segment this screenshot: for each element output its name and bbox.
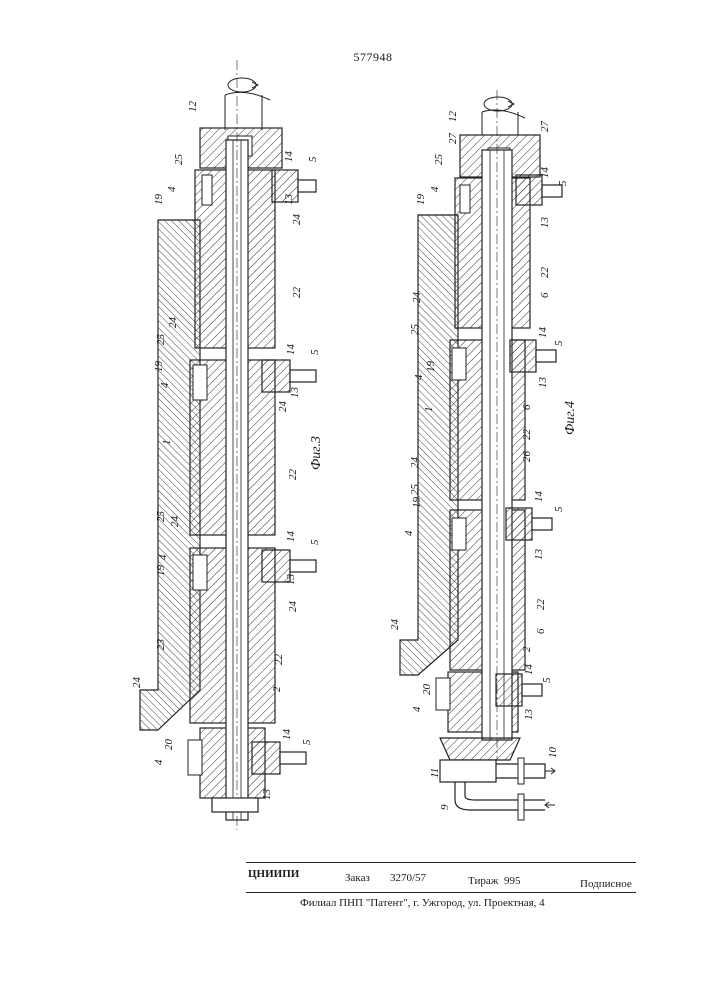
fig4-label: 6 <box>535 628 547 634</box>
footer-order-label: Заказ <box>345 872 370 884</box>
fig4-label: 25 <box>433 154 445 166</box>
footer-top-rule <box>246 862 636 863</box>
fig3-label: 14 <box>281 729 293 741</box>
fig3-label: 19 <box>153 194 165 206</box>
fig4-label: 19 <box>425 361 437 373</box>
fig4-label: 5 <box>553 340 565 346</box>
fig3-label: 25 <box>155 511 167 523</box>
fig3-label: 13 <box>289 387 301 399</box>
fig3-label: 24 <box>287 601 299 613</box>
footer-mid-rule <box>246 892 636 893</box>
fig3-label: 5 <box>309 539 321 545</box>
footer-subscription: Подписное <box>580 878 632 890</box>
fig4-label: 22 <box>539 267 551 279</box>
fig4-label: 26 <box>521 451 533 463</box>
fig4-label: 4 <box>429 186 441 192</box>
fig3-label: 1 <box>161 440 173 446</box>
fig3-label: 4 <box>153 759 165 765</box>
fig4-label: 4 <box>403 530 415 536</box>
fig4-label: 14 <box>533 491 545 503</box>
fig3-label: 14 <box>283 151 295 163</box>
fig3-label: 12 <box>187 101 199 113</box>
fig4-label: 12 <box>447 111 459 123</box>
fig4-label: 6 <box>539 292 551 298</box>
fig3-label: 22 <box>287 469 299 481</box>
fig3-label: 23 <box>155 639 167 651</box>
fig3-label: 13 <box>261 789 273 801</box>
fig4-label: 19 <box>415 194 427 206</box>
fig4-label: 22 <box>535 599 547 611</box>
fig3-label: 25 <box>155 334 167 346</box>
fig4-label: 4 <box>413 374 425 380</box>
fig4-label: 24 <box>411 292 423 304</box>
fig3-label: 19 <box>155 565 167 577</box>
fig3-label: 24 <box>291 214 303 226</box>
fig4-label: 9 <box>439 804 451 810</box>
fig3-label: 14 <box>285 531 297 543</box>
fig3-label: 13 <box>285 574 297 586</box>
fig4-label: 2 <box>521 646 533 652</box>
fig4-label: 1 <box>423 407 435 413</box>
footer-org: ЦНИИПИ <box>248 868 299 880</box>
fig3-label: 4 <box>157 554 169 560</box>
fig4-label: 5 <box>553 506 565 512</box>
fig4-label: 5 <box>557 180 569 186</box>
fig4-label: 24 <box>389 619 401 631</box>
fig4-label: 11 <box>429 768 441 778</box>
footer-print-run-label: Тираж <box>468 875 498 887</box>
fig4-caption: Фиг.4 <box>563 401 578 435</box>
fig4-label: 25 <box>409 484 421 496</box>
fig4-label: 20 <box>421 684 433 696</box>
fig4-label: 13 <box>539 217 551 229</box>
fig3-caption: Фиг.3 <box>309 436 324 470</box>
fig4-label: 22 <box>521 429 533 441</box>
footer-branch: Филиал ПНП "Патент", г. Ужгород, ул. Про… <box>300 897 545 909</box>
fig3-label: 24 <box>131 677 143 689</box>
fig4-label: 13 <box>533 549 545 561</box>
fig3-label: 13 <box>283 194 295 206</box>
fig4-label: 13 <box>523 709 535 721</box>
fig4-label: 13 <box>537 377 549 389</box>
fig3-label: 4 <box>166 186 178 192</box>
fig4-label: 5 <box>541 677 553 683</box>
fig3-label: 20 <box>163 739 175 751</box>
footer-order-value: 3270/57 <box>390 872 426 884</box>
fig3-label: 14 <box>285 344 297 356</box>
fig4-label: 14 <box>523 664 535 676</box>
fig4-label: 6 <box>521 404 533 410</box>
fig4-label: 27 <box>539 121 551 133</box>
fig4-label: 14 <box>539 167 551 179</box>
fig3-label: 4 <box>159 382 171 388</box>
fig4-label: 10 <box>547 747 559 759</box>
fig4-label: 25 <box>409 324 421 336</box>
fig3-label: 5 <box>301 739 313 745</box>
fig4-label: 14 <box>537 327 549 339</box>
fig3-label: 5 <box>309 349 321 355</box>
footer-print-run-value: 995 <box>504 875 521 887</box>
fig3-label: 24 <box>169 516 181 528</box>
fig3-label: 22 <box>291 287 303 299</box>
fig4-label: 27 <box>447 133 459 145</box>
fig3-label: 19 <box>153 361 165 373</box>
fig4-label: 19 <box>411 497 423 509</box>
fig3-label: 2 <box>271 686 283 692</box>
fig4-label: 24 <box>409 457 421 469</box>
fig3-label: 25 <box>173 154 185 166</box>
fig3-label: 24 <box>167 317 179 329</box>
fig3-label: 24 <box>277 401 289 413</box>
fig4-label: 4 <box>411 706 423 712</box>
fig3-label: 5 <box>307 156 319 162</box>
fig3-label: 22 <box>273 654 285 666</box>
